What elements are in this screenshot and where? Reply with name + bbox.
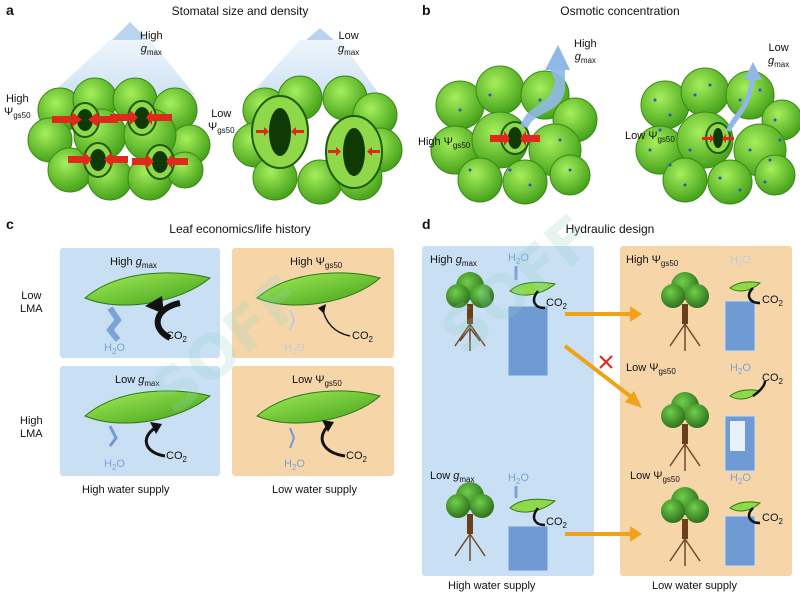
d-footer-high-water: High water supply xyxy=(448,580,536,592)
c-co2-2: CO2 xyxy=(352,330,373,345)
d-right-item-1-co2: CO2 xyxy=(762,294,783,309)
panel-c-title: Leaf economics/life history xyxy=(169,222,311,236)
panel-b-right-side-label: Low Ψgs50 xyxy=(625,130,675,145)
d-right-item-3-h2o: H2O xyxy=(730,472,751,487)
d-left-item-2-title: Low gmax xyxy=(430,470,475,485)
panel-a-label: a xyxy=(6,2,14,18)
c-co2-1: CO2 xyxy=(166,330,187,345)
d-left-item-1-h2o: H2O xyxy=(508,252,529,267)
panel-a-illustration xyxy=(27,22,403,205)
c-h2o-3: H2O xyxy=(104,458,125,473)
panel-a-title: Stomatal size and density xyxy=(171,4,309,18)
d-left-item-2-co2: CO2 xyxy=(546,516,567,531)
panel-d-label: d xyxy=(422,216,431,232)
d-right-item-2-title: Low Ψgs50 xyxy=(626,362,676,377)
c-cell-1-title: High gmax xyxy=(110,256,157,271)
d-left-item-1-title: High gmax xyxy=(430,254,477,269)
d-right-item-2-co2: CO2 xyxy=(762,372,783,387)
panel-d-title: Hydraulic design xyxy=(565,222,655,236)
panel-c-leaves xyxy=(84,272,382,458)
tree-icon xyxy=(446,482,494,561)
c-footer-high-water: High water supply xyxy=(82,484,170,496)
panel-d-illustration xyxy=(446,266,767,572)
d-right-item-3-co2: CO2 xyxy=(762,512,783,527)
tree-icon xyxy=(661,272,709,351)
d-right-item-1-h2o: H2O xyxy=(730,254,751,269)
c-co2-4: CO2 xyxy=(346,450,367,465)
d-footer-low-water: Low water supply xyxy=(652,580,737,592)
tree-icon xyxy=(661,392,709,471)
d-left-item-1-co2: CO2 xyxy=(546,297,567,312)
panel-c-label: c xyxy=(6,216,14,232)
c-cell-4-title: Low Ψgs50 xyxy=(292,374,342,389)
stomata-large xyxy=(251,95,383,189)
c-h2o-2: H2O xyxy=(284,342,305,357)
panel-b-title: Osmotic concentration xyxy=(560,4,680,18)
tree-icon xyxy=(446,272,494,351)
c-cell-2-title: High Ψgs50 xyxy=(290,256,343,271)
transfer-arrows xyxy=(563,306,642,542)
d-left-item-2-h2o: H2O xyxy=(508,472,529,487)
d-right-item-3-title: Low Ψgs50 xyxy=(630,470,680,485)
c-cell-3-title: Low gmax xyxy=(115,374,160,389)
c-h2o-1: H2O xyxy=(104,342,125,357)
c-footer-low-water: Low water supply xyxy=(272,484,357,496)
c-co2-3: CO2 xyxy=(166,450,187,465)
d-right-item-1-title: High Ψgs50 xyxy=(626,254,679,269)
panel-b-left-side-label: High Ψgs50 xyxy=(418,136,471,151)
tree-icon xyxy=(661,487,709,566)
panel-b-illustration xyxy=(430,45,800,205)
d-right-item-2-h2o: H2O xyxy=(730,362,751,377)
c-h2o-4: H2O xyxy=(284,458,305,473)
cross-mark-icon xyxy=(599,355,613,369)
panel-b-label: b xyxy=(422,2,431,18)
closing-arrows xyxy=(52,110,188,169)
